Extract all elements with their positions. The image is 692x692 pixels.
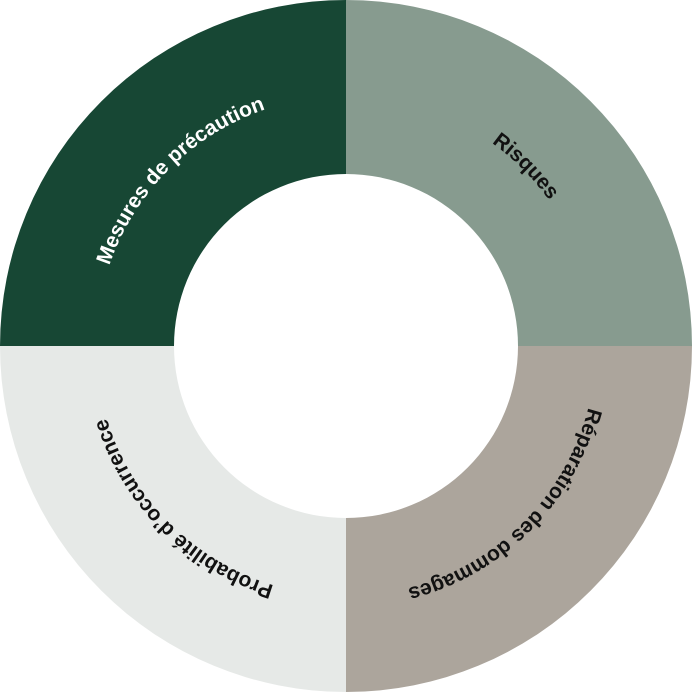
segment-risques (346, 0, 692, 346)
segment-mesures-de-precaution (0, 0, 346, 346)
segment-reparation-des-dommages (346, 346, 692, 692)
segment-probabilite-d-occurrence (0, 346, 346, 692)
